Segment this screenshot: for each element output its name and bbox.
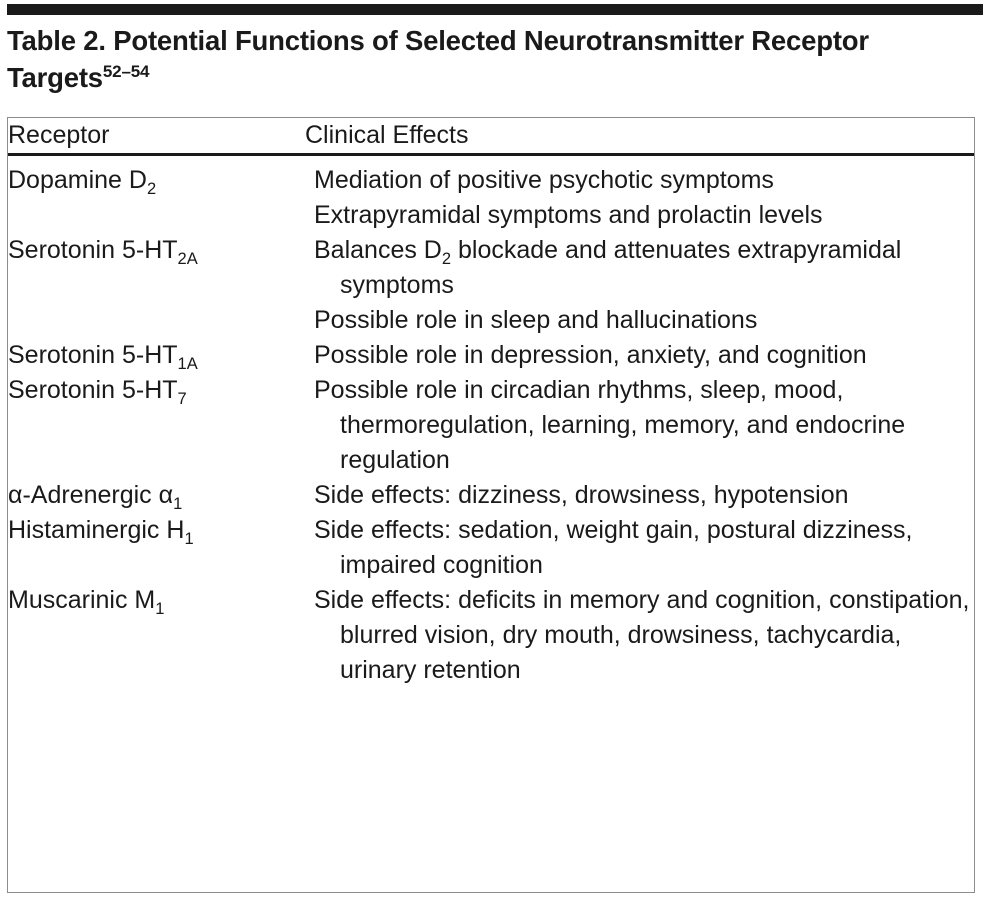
receptor-label: Histaminergic H1 [8, 516, 194, 548]
table-body: Dopamine D2 Mediation of positive psychot… [8, 155, 974, 699]
table-header: Receptor Clinical Effects [8, 118, 974, 155]
receptor-subscript: 2 [146, 180, 157, 198]
table-row: Dopamine D2 Mediation of positive psychot… [8, 155, 974, 234]
cell-clinical-effects: Mediation of positive psychotic symptoms… [305, 155, 974, 234]
cell-clinical-effects: Possible role in circadian rhythms, slee… [305, 373, 974, 478]
clinical-effect-line: Side effects: sedation, weight gain, pos… [314, 516, 913, 579]
cell-clinical-effects: Side effects: deficits in memory and cog… [305, 583, 974, 698]
receptor-subscript: 1A [177, 355, 198, 373]
column-header-receptor: Receptor [8, 121, 110, 149]
effect-subscript: 2 [441, 250, 452, 268]
table-frame: Receptor Clinical Effects Dopamine D2 Med… [7, 117, 975, 893]
receptor-subscript: 1 [173, 495, 183, 513]
table-row: α-Adrenergic α1 Side effects: dizziness, … [8, 478, 974, 513]
clinical-effect-line: Mediation of positive psychotic symptoms [314, 166, 774, 194]
receptor-label: Dopamine D2 [8, 166, 157, 198]
receptor-subscript: 2A [177, 250, 198, 268]
column-header-clinical-effects: Clinical Effects [305, 121, 469, 149]
cell-receptor: Muscarinic M1 [8, 583, 305, 698]
receptor-label: Muscarinic M1 [8, 586, 165, 618]
table-header-row: Receptor Clinical Effects [8, 118, 974, 155]
table-row: Serotonin 5-HT2A Balances D2 blockade and… [8, 233, 974, 338]
receptor-functions-table: Receptor Clinical Effects Dopamine D2 Med… [8, 118, 974, 698]
clinical-effect-line: Possible role in depression, anxiety, an… [314, 341, 867, 369]
table-caption: Table 2. Potential Functions of Selected… [7, 22, 967, 96]
cell-clinical-effects: Side effects: sedation, weight gain, pos… [305, 513, 974, 583]
receptor-subscript: 7 [177, 390, 187, 408]
table-row: Muscarinic M1 Side effects: deficits in m… [8, 583, 974, 698]
clinical-effect-line: Side effects: dizziness, drowsiness, hyp… [314, 481, 849, 509]
receptor-subscript: 1 [184, 530, 194, 548]
clinical-effect-line: Extrapyramidal symptoms and prolactin le… [314, 201, 823, 229]
cell-receptor: Histaminergic H1 [8, 513, 305, 583]
cell-receptor: Serotonin 5-HT2A [8, 233, 305, 338]
cell-receptor: Serotonin 5-HT1A [8, 338, 305, 373]
receptor-label: Serotonin 5-HT2A [8, 236, 198, 268]
receptor-label: Serotonin 5-HT1A [8, 341, 198, 373]
table-caption-text: Table 2. Potential Functions of Selected… [7, 25, 869, 93]
table-row: Histaminergic H1 Side effects: sedation, … [8, 513, 974, 583]
clinical-effect-line: Possible role in circadian rhythms, slee… [314, 376, 906, 474]
receptor-label: α-Adrenergic α1 [8, 481, 183, 513]
clinical-effect-line: Balances D2 blockade and attenuates extr… [314, 236, 902, 299]
cell-receptor: Serotonin 5-HT7 [8, 373, 305, 478]
cell-clinical-effects: Balances D2 blockade and attenuates extr… [305, 233, 974, 338]
top-black-rule [7, 4, 983, 15]
cell-receptor: Dopamine D2 [8, 155, 305, 234]
table-row: Serotonin 5-HT7 Possible role in circadia… [8, 373, 974, 478]
cell-clinical-effects: Possible role in depression, anxiety, an… [305, 338, 974, 373]
table-caption-reference: 52–54 [102, 61, 150, 81]
clinical-effect-line: Side effects: deficits in memory and cog… [314, 586, 970, 684]
table-row: Serotonin 5-HT1A Possible role in depress… [8, 338, 974, 373]
cell-receptor: α-Adrenergic α1 [8, 478, 305, 513]
receptor-subscript: 1 [155, 600, 165, 618]
receptor-label: Serotonin 5-HT7 [8, 376, 187, 408]
clinical-effect-line: Possible role in sleep and hallucination… [314, 306, 758, 334]
cell-clinical-effects: Side effects: dizziness, drowsiness, hyp… [305, 478, 974, 513]
